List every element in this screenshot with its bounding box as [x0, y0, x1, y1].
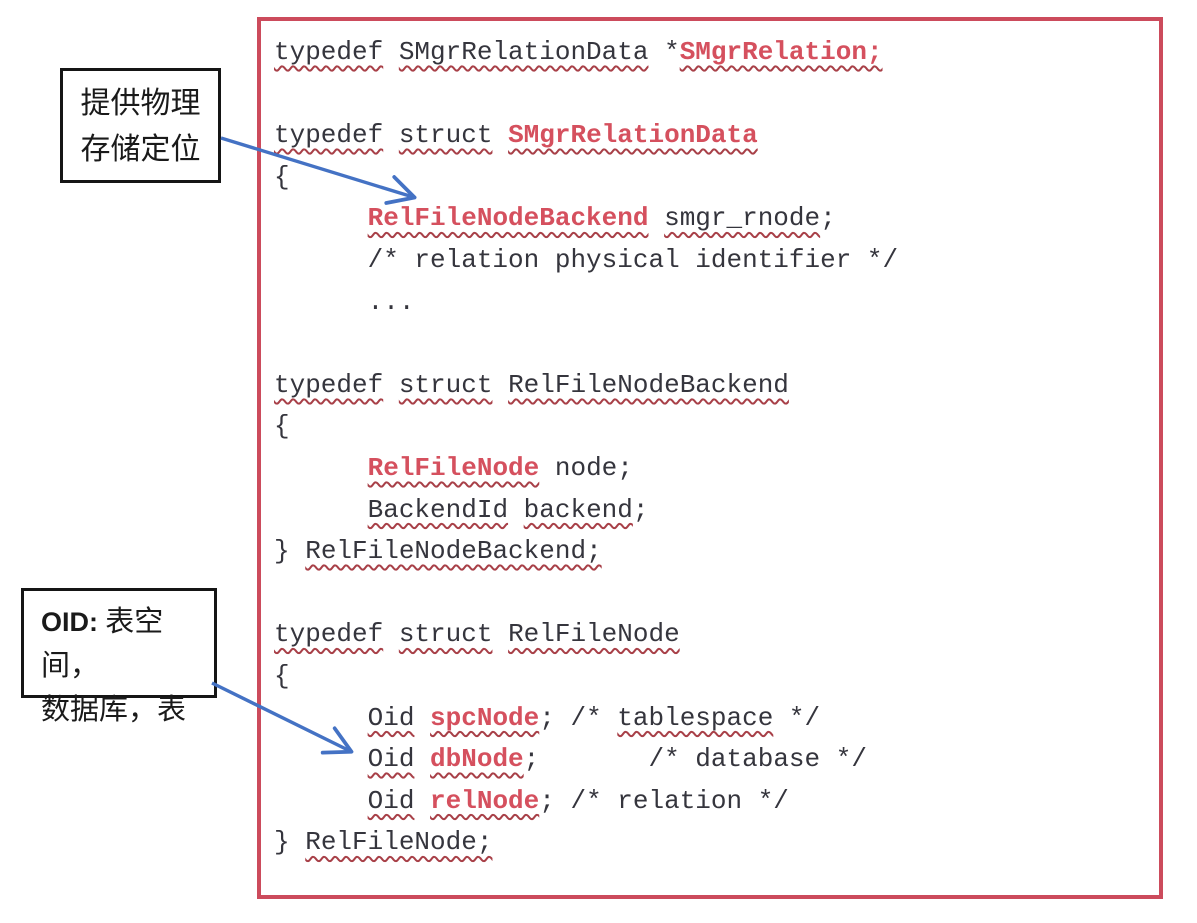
code-segment: struct	[398, 369, 493, 400]
code-segment: SMgrRelationData	[508, 120, 758, 151]
code-segment: typedef	[274, 37, 384, 67]
code-segment: typedef	[274, 619, 384, 650]
callout-oid-bold-prefix: OID:	[41, 607, 98, 637]
code-segment: ...	[274, 286, 415, 317]
code-segment	[274, 786, 368, 816]
code-line: } RelFileNodeBackend;	[274, 531, 898, 573]
code-segment: tablespace	[617, 702, 774, 733]
code-segment: struct	[398, 120, 493, 151]
code-segment: Oid	[367, 744, 415, 775]
code-segment: ;	[632, 494, 649, 525]
code-segment	[492, 619, 508, 649]
code-segment	[648, 203, 664, 233]
code-line: ...	[274, 282, 898, 324]
code-line: RelFileNode node;	[274, 448, 898, 490]
code-segment: typedef	[274, 120, 384, 151]
code-segment: *	[648, 37, 680, 67]
code-segment: }	[274, 536, 306, 567]
callout-oid: OID: 表空间， 数据库，表	[21, 588, 217, 726]
callout-physical-line-1: 提供物理	[80, 87, 201, 120]
callout-oid-line-1: OID: 表空间，	[41, 600, 214, 688]
code-line: /* relation physical identifier */	[274, 240, 899, 282]
code-segment: relNode	[430, 785, 540, 816]
code-segment: smgr_rnode	[664, 203, 821, 234]
code-segment: typedef	[274, 369, 384, 400]
code-segment: spcNode	[430, 702, 540, 733]
code-segment: SMgrRelationData	[398, 37, 649, 67]
code-segment	[274, 744, 368, 774]
code-segment	[508, 495, 524, 525]
code-segment: {	[274, 411, 290, 442]
code-segment: RelFileNodeBackend;	[305, 536, 602, 567]
code-segment: Oid	[367, 785, 415, 816]
code-segment: ;	[820, 203, 836, 234]
code-line: typedef struct SMgrRelationData	[274, 115, 898, 157]
code-segment: /* relation physical identifier */	[274, 244, 899, 275]
code-line: {	[274, 656, 898, 698]
code-line	[274, 573, 898, 615]
code-segment	[383, 370, 399, 400]
code-segment: {	[274, 660, 290, 691]
code-segment	[414, 744, 430, 774]
code-segment	[274, 453, 368, 483]
code-line	[274, 323, 898, 365]
code-line: RelFileNodeBackend smgr_rnode;	[274, 198, 898, 240]
callout-oid-line-2: 数据库，表	[41, 694, 187, 726]
code-segment	[274, 495, 368, 525]
code-segment	[383, 37, 399, 67]
code-segment: }	[274, 827, 306, 858]
code-line: typedef SMgrRelationData *SMgrRelation;	[274, 32, 898, 74]
code-line: Oid spcNode; /* tablespace */	[274, 698, 898, 740]
callout-physical-line-2: 存储定位	[80, 133, 201, 166]
code-segment: */	[773, 702, 821, 733]
code-segment	[492, 120, 508, 150]
code-segment: SMgrRelation;	[679, 37, 883, 67]
code-line: } RelFileNode;	[274, 822, 898, 864]
code-line: {	[274, 406, 898, 448]
code-segment	[414, 786, 430, 816]
code-segment: {	[274, 161, 290, 192]
code-segment: ; /* database */	[523, 744, 867, 775]
code-segment	[274, 203, 368, 233]
code-segment: RelFileNode	[367, 452, 540, 483]
code-segment: node;	[539, 452, 633, 483]
code-segment: dbNode	[430, 744, 524, 775]
code-segment: RelFileNodeBackend	[367, 203, 649, 234]
code-segment	[383, 120, 399, 150]
code-line: typedef struct RelFileNodeBackend	[274, 365, 898, 407]
code-segment: backend	[523, 494, 633, 525]
code-segment: Oid	[367, 702, 415, 733]
code-panel: typedef SMgrRelationData *SMgrRelation; …	[257, 17, 1163, 899]
code-block: typedef SMgrRelationData *SMgrRelation; …	[274, 32, 898, 864]
code-segment: RelFileNode	[508, 619, 680, 650]
code-line	[274, 74, 898, 116]
code-segment: BackendId	[367, 494, 509, 525]
code-line: Oid dbNode; /* database */	[274, 739, 898, 781]
code-segment	[492, 370, 508, 400]
code-segment: ; /* relation */	[539, 785, 789, 816]
code-segment: RelFileNode;	[305, 827, 493, 858]
code-line: typedef struct RelFileNode	[274, 614, 898, 656]
code-line: Oid relNode; /* relation */	[274, 781, 898, 823]
code-segment: RelFileNodeBackend	[508, 369, 789, 400]
code-line: {	[274, 157, 898, 199]
code-segment	[274, 703, 368, 733]
callout-oid-line-1-rest: 表空间，	[41, 606, 164, 682]
code-segment	[414, 703, 430, 733]
callout-physical-storage: 提供物理 存储定位	[60, 68, 221, 183]
code-segment: ; /*	[539, 702, 618, 733]
code-segment	[383, 619, 399, 649]
code-line: BackendId backend;	[274, 490, 898, 532]
code-segment: struct	[398, 619, 493, 650]
